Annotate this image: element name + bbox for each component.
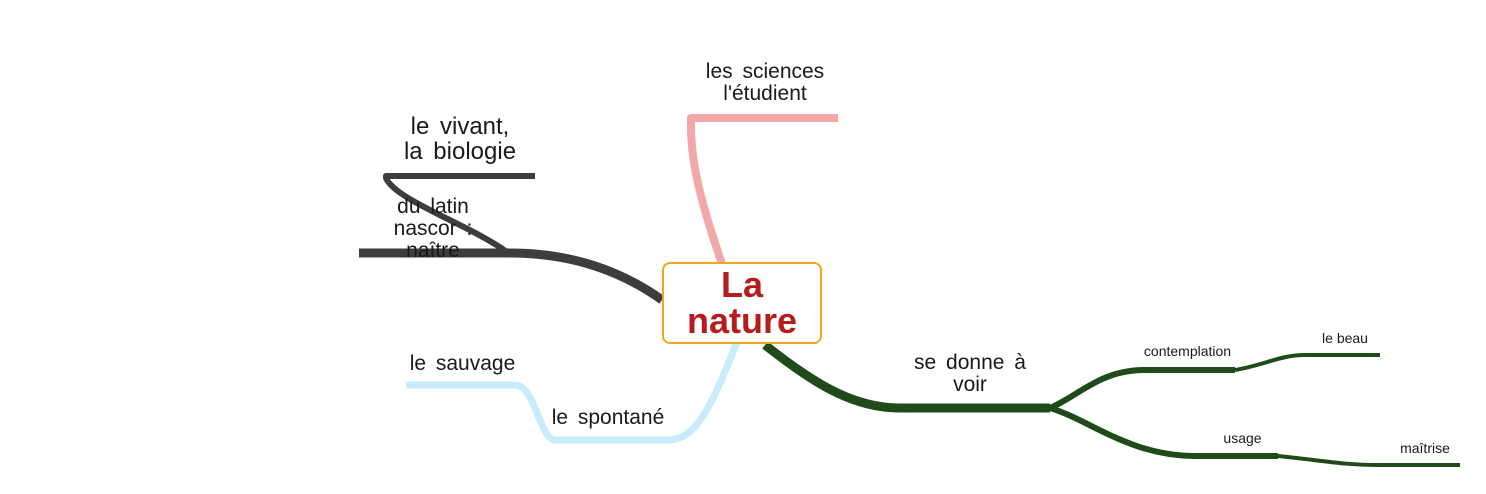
branch-donne-voir: [762, 341, 1050, 413]
label-sciences: les sciences l'étudient: [705, 60, 825, 106]
label-beau: le beau: [1322, 330, 1368, 346]
label-usage: usage: [1223, 430, 1262, 446]
label-contemplation: contemplation: [1143, 343, 1232, 359]
central-node[interactable]: La nature: [662, 262, 822, 344]
branch-sciences: [686, 114, 838, 266]
branch-contemplation: [1048, 367, 1235, 411]
label-maitrise: maîtrise: [1400, 440, 1450, 456]
branch-vivant: [383, 173, 535, 255]
label-spontane: le spontané: [551, 406, 665, 429]
label-latin: du latin nascor : naître: [393, 195, 473, 263]
branch-beau: [1234, 353, 1380, 372]
label-vivant: le vivant, la biologie: [403, 113, 517, 166]
label-sauvage: le sauvage: [409, 352, 516, 375]
central-title: La nature: [686, 264, 798, 341]
label-donne-voir: se donne à voir: [914, 351, 1026, 397]
branch-latin: [359, 248, 665, 304]
branch-spontane: [406, 338, 742, 444]
branch-maitrise: [1277, 454, 1460, 467]
branch-usage: [1049, 405, 1278, 459]
